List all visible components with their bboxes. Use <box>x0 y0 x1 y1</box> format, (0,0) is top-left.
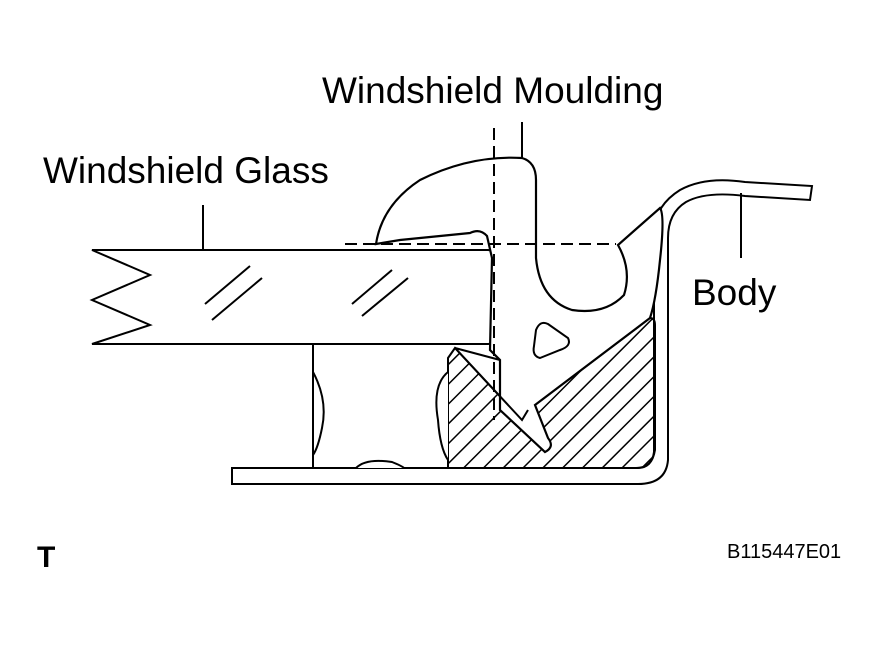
reference-dashed-lines <box>345 128 616 420</box>
corner-mark: T <box>37 541 56 574</box>
dam-bump <box>435 371 449 461</box>
body-label: Body <box>692 272 777 313</box>
leader-lines <box>202 122 742 258</box>
glass-glint-marks <box>204 265 409 321</box>
glass-label: Windshield Glass <box>43 150 329 191</box>
dam-base <box>355 459 405 469</box>
moulding-lip <box>454 347 529 422</box>
dam-spacer <box>312 344 325 468</box>
moulding-profile <box>374 156 664 454</box>
moulding-label: Windshield Moulding <box>322 70 664 111</box>
moulding-void <box>532 321 570 360</box>
glass-pane <box>89 249 495 345</box>
figure-code: B115447E01 <box>727 541 842 563</box>
